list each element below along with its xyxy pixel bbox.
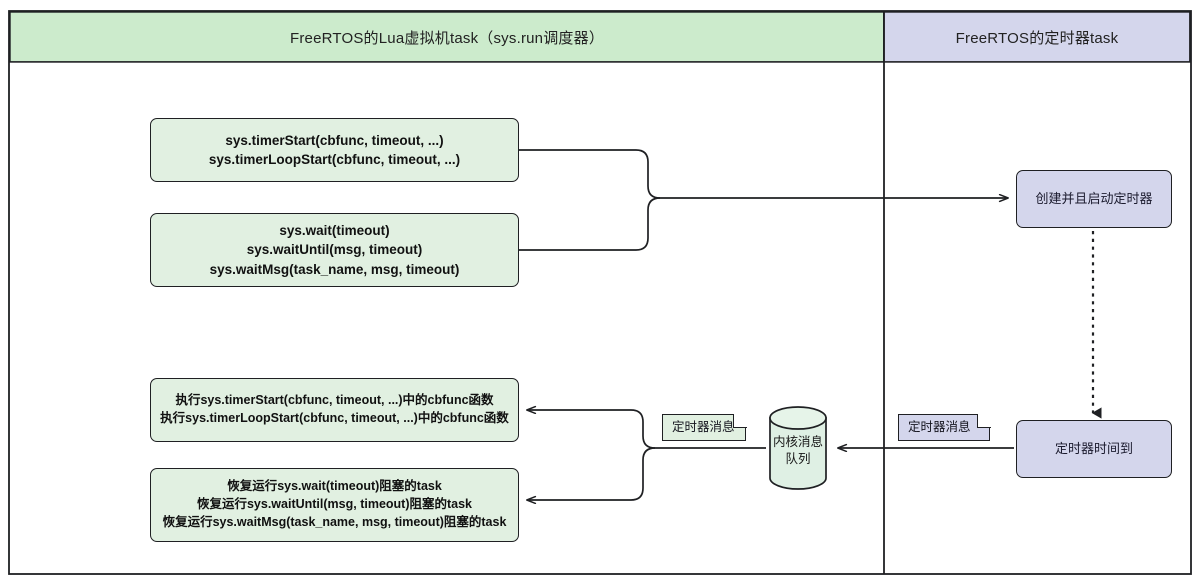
note-timer-msg-right: 定时器消息 xyxy=(898,413,991,441)
node-wait-line-3: sys.waitMsg(task_name, msg, timeout) xyxy=(209,261,460,277)
node-kernel-msg-queue[interactable] xyxy=(769,406,827,490)
node-timer-start[interactable]: sys.timerStart(cbfunc, timeout, ...) sys… xyxy=(150,118,519,182)
note-fold-icon xyxy=(976,413,991,428)
node-exec-cbfunc[interactable]: 执行sys.timerStart(cbfunc, timeout, ...)中的… xyxy=(150,378,519,442)
note-timer-msg-left: 定时器消息 xyxy=(662,413,747,441)
lane-header-timer-bg xyxy=(883,11,1191,63)
node-timer-start-line-2: sys.timerLoopStart(cbfunc, timeout, ...) xyxy=(208,152,461,167)
node-resume-task-line-3: 恢复运行sys.waitMsg(task_name, msg, timeout)… xyxy=(162,514,507,529)
lane-title-lua: FreeRTOS的Lua虚拟机task（sys.run调度器） xyxy=(289,29,605,47)
edge-queue-to-lua xyxy=(527,410,766,500)
node-wait-line-1: sys.wait(timeout) xyxy=(279,223,390,239)
node-resume-task-line-2: 恢复运行sys.waitUntil(msg, timeout)阻塞的task xyxy=(196,497,473,512)
node-wait-line-2: sys.waitUntil(msg, timeout) xyxy=(246,242,423,258)
lane-title-timer: FreeRTOS的定时器task xyxy=(955,29,1119,47)
node-timer-expired-label: 定时器时间到 xyxy=(1054,440,1133,456)
node-wait[interactable]: sys.wait(timeout) sys.waitUntil(msg, tim… xyxy=(150,213,519,287)
note-timer-msg-left-label: 定时器消息 xyxy=(672,420,735,434)
edge-calls-to-create-timer xyxy=(519,149,1008,251)
note-timer-msg-right-label: 定时器消息 xyxy=(908,420,971,434)
lane-header-lua-bg xyxy=(9,11,885,63)
node-resume-task-line-1: 恢复运行sys.wait(timeout)阻塞的task xyxy=(227,479,442,494)
node-resume-task[interactable]: 恢复运行sys.wait(timeout)阻塞的task 恢复运行sys.wai… xyxy=(150,468,519,542)
pool-border xyxy=(8,10,1192,575)
node-timer-start-line-1: sys.timerStart(cbfunc, timeout, ...) xyxy=(225,132,444,148)
node-create-start-timer-label: 创建并且启动定时器 xyxy=(1035,190,1153,206)
node-create-start-timer[interactable]: 创建并且启动定时器 xyxy=(1016,170,1172,228)
note-fold-icon xyxy=(732,413,747,428)
node-exec-cbfunc-line-2: 执行sys.timerLoopStart(cbfunc, timeout, ..… xyxy=(160,411,509,425)
node-exec-cbfunc-line-1: 执行sys.timerStart(cbfunc, timeout, ...)中的… xyxy=(175,393,494,408)
node-timer-expired[interactable]: 定时器时间到 xyxy=(1016,420,1172,478)
